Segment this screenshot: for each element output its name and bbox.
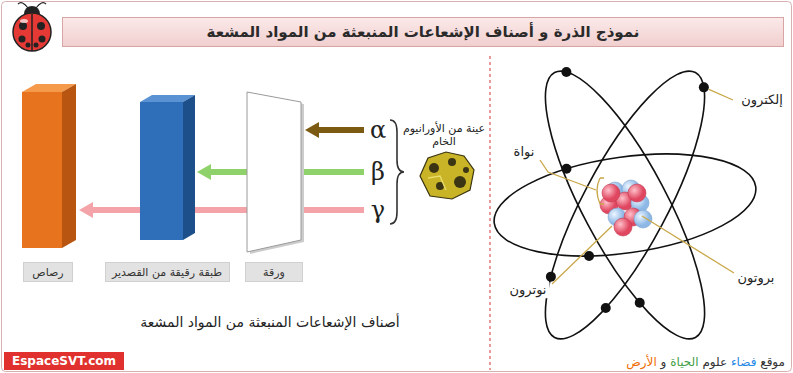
label-box: ورقة	[245, 262, 303, 282]
electron	[635, 298, 645, 308]
label-box: طبقة رقيقة من القصدير	[105, 262, 230, 282]
part-label: بروتون	[735, 270, 778, 286]
nucleus-bracket	[597, 178, 604, 204]
electron-orbit	[517, 53, 732, 357]
gamma-arrow	[79, 202, 364, 218]
beta-symbol: β	[371, 158, 385, 187]
electron	[561, 67, 571, 77]
leader-line	[642, 216, 734, 273]
site-credit: موقع فضاء علوم الحياة و الأرض	[626, 355, 785, 369]
leader-line	[709, 89, 733, 100]
electron	[699, 82, 709, 92]
proton	[628, 184, 646, 202]
uranium-rock	[420, 152, 474, 199]
electron	[546, 272, 556, 282]
electron-orbit	[517, 53, 732, 357]
site-badge: EspaceSVT.com	[4, 352, 124, 370]
part-label: إلكترون	[738, 92, 786, 108]
part-label: نوترون	[507, 282, 550, 298]
atom-model	[488, 53, 763, 357]
label-text: ورقة	[263, 266, 285, 279]
neutron	[634, 210, 652, 228]
alpha-symbol: α	[370, 116, 386, 145]
brace	[390, 120, 404, 224]
gamma-symbol: γ	[371, 196, 385, 225]
proton	[614, 218, 632, 236]
alpha-arrow	[305, 122, 364, 138]
sample-label: عينة من الأورانيوم الخام	[400, 122, 488, 148]
title-banner: نموذج الذرة و أصناف الإشعاعات المنبعثة م…	[62, 17, 784, 47]
electron	[561, 164, 571, 174]
lead-block	[22, 84, 76, 248]
caption: أصناف الإشعاعات المنبعثة من المواد المشع…	[140, 314, 399, 331]
proton	[602, 184, 620, 202]
label-text: طبقة رقيقة من القصدير	[112, 266, 222, 279]
label-box: رصاص	[23, 262, 73, 282]
electron	[601, 303, 611, 313]
leader-line	[552, 226, 612, 284]
panel-divider	[489, 56, 490, 370]
paper-sheet	[247, 92, 304, 254]
leader-line	[540, 160, 596, 190]
label-text: رصاص	[32, 266, 63, 279]
part-label: نواة	[511, 144, 538, 160]
ladybug-icon	[13, 3, 51, 51]
tin-layer	[140, 95, 195, 240]
electron-orbit	[488, 139, 763, 271]
